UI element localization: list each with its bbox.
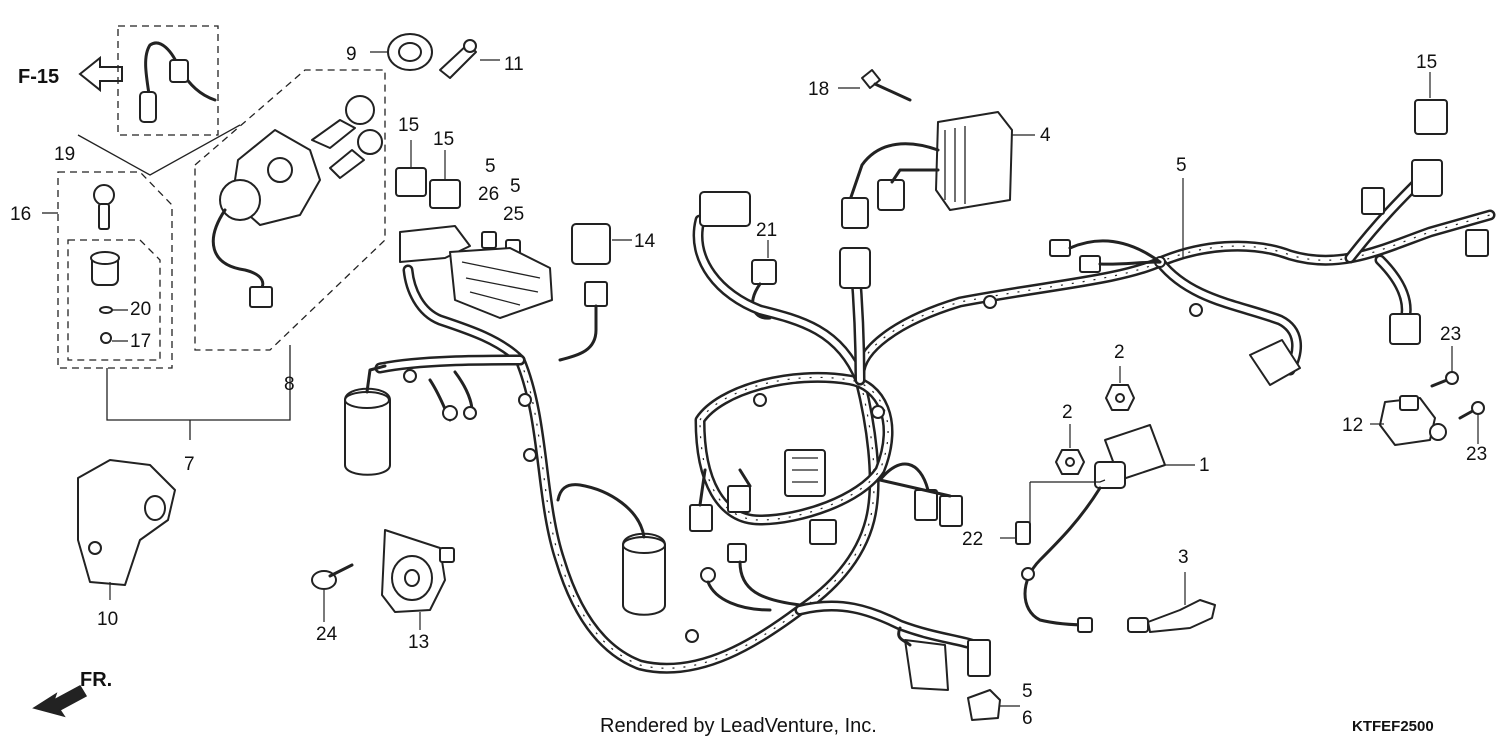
part-4-regulator — [841, 111, 1035, 229]
callout-15a[interactable]: 15 — [398, 115, 419, 136]
front-indicator: FR. — [32, 669, 112, 718]
callout-12[interactable]: 12 — [1342, 415, 1363, 436]
callout-2b[interactable]: 2 — [1062, 402, 1073, 423]
callout-10[interactable]: 10 — [97, 609, 118, 630]
callout-8[interactable]: 8 — [284, 374, 295, 395]
callout-3[interactable]: 3 — [1178, 547, 1189, 568]
callout-14[interactable]: 14 — [634, 231, 656, 252]
fuse-box — [399, 225, 553, 319]
callout-5d[interactable]: 5 — [1022, 681, 1033, 702]
part-18-bolt — [838, 69, 912, 102]
callout-15b[interactable]: 15 — [433, 129, 454, 150]
diagram-code: KTFEF2500 — [1352, 718, 1434, 735]
callout-22[interactable]: 22 — [962, 529, 983, 550]
footer-credit: Rendered by LeadVenture, Inc. — [600, 715, 877, 737]
part-6-connector — [967, 689, 1020, 721]
callout-9[interactable]: 9 — [346, 44, 357, 65]
callout-1[interactable]: 1 — [1199, 455, 1210, 476]
part-21-sensor — [751, 240, 777, 320]
callout-24[interactable]: 24 — [316, 624, 338, 645]
callout-labels: 1 2 2 3 4 5 5 5 5 6 7 8 9 10 11 12 13 14… — [10, 44, 1487, 729]
relays-15-left — [395, 140, 521, 257]
part-12-sensor — [1370, 346, 1485, 446]
part-14-relay — [558, 223, 632, 362]
parts-9-11 — [370, 33, 500, 79]
callout-23a[interactable]: 23 — [1440, 324, 1461, 345]
callout-18[interactable]: 18 — [808, 79, 829, 100]
callout-25[interactable]: 25 — [503, 204, 524, 225]
callout-5a[interactable]: 5 — [485, 156, 496, 177]
callout-15c[interactable]: 15 — [1416, 52, 1437, 73]
callout-2a[interactable]: 2 — [1114, 342, 1125, 363]
ignition-coil — [1000, 366, 1216, 633]
part-24-bolt — [311, 563, 354, 622]
callout-5c[interactable]: 5 — [1176, 155, 1187, 176]
nav-reference-label: F-15 — [18, 66, 59, 88]
callout-20[interactable]: 20 — [130, 299, 151, 320]
callout-23b[interactable]: 23 — [1466, 444, 1487, 465]
part-10-cover — [77, 459, 176, 600]
callout-16[interactable]: 16 — [10, 204, 31, 225]
nav-arrow-icon — [78, 55, 123, 93]
callout-5b[interactable]: 5 — [510, 176, 521, 197]
callout-6[interactable]: 6 — [1022, 708, 1033, 729]
ignition-group — [42, 25, 386, 440]
callout-26[interactable]: 26 — [478, 184, 499, 205]
callout-19[interactable]: 19 — [54, 144, 75, 165]
callout-4[interactable]: 4 — [1040, 125, 1051, 146]
front-label: FR. — [80, 669, 112, 691]
callout-13[interactable]: 13 — [408, 632, 429, 653]
front-arrow-icon — [32, 685, 88, 718]
main-harness — [374, 72, 1496, 691]
nav-reference-f15[interactable]: F-15 — [18, 55, 123, 93]
capsule-left — [344, 364, 477, 476]
callout-17[interactable]: 17 — [130, 331, 151, 352]
capsule-center — [556, 483, 666, 616]
part-13-horn — [381, 529, 455, 630]
callout-21[interactable]: 21 — [756, 220, 777, 241]
callout-11[interactable]: 11 — [504, 54, 524, 75]
callout-7[interactable]: 7 — [184, 454, 195, 475]
